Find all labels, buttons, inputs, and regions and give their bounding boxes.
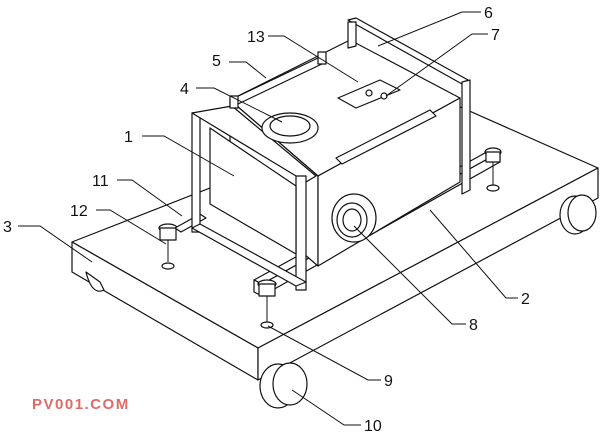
callout-7: 7: [491, 27, 500, 44]
callout-5: 5: [212, 53, 221, 70]
callout-13: 13: [247, 29, 265, 46]
callout-6: 6: [484, 5, 493, 22]
callout-8: 8: [469, 317, 478, 334]
callout-11: 11: [92, 173, 109, 190]
frame-right: [347, 17, 471, 195]
grip-handle-side: [335, 109, 437, 165]
callout-10: 10: [364, 418, 382, 435]
foot-front: [257, 279, 277, 329]
control-panel: [337, 79, 401, 109]
callout-1: 1: [124, 129, 133, 146]
wheel-front: [259, 362, 308, 409]
foot-rear: [484, 147, 502, 192]
watermark: PV001.COM: [32, 396, 130, 413]
wheel-left: [85, 271, 105, 292]
callout-2: 2: [521, 291, 530, 308]
top-ring-port: [261, 112, 319, 144]
callout-9: 9: [384, 373, 393, 390]
callout-4: 4: [180, 81, 189, 98]
leader-lines: [18, 11, 518, 426]
foot-left: [158, 223, 178, 270]
side-port: [331, 193, 377, 243]
wheel-right: [559, 194, 597, 235]
callout-3: 3: [3, 219, 12, 236]
frame-left: [191, 105, 317, 291]
callout-12: 12: [70, 203, 88, 220]
